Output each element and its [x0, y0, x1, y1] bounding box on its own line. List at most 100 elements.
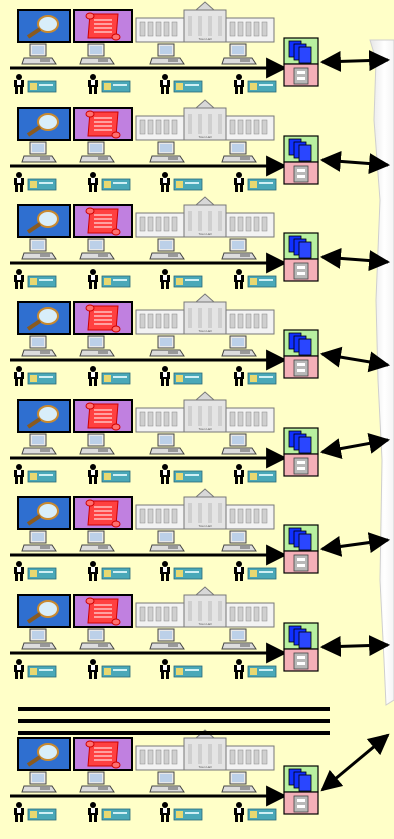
scroll-icon: [73, 737, 133, 771]
id-card-icon: [27, 372, 57, 385]
computer-icon: [79, 238, 115, 260]
id-card-icon: [247, 470, 277, 483]
town-hall-icon: Town Hall: [135, 729, 275, 771]
double-arrow-icon: [319, 433, 391, 459]
person-icon: [160, 269, 203, 289]
town-hall-caption: Town Hall: [198, 427, 211, 431]
computer-icon: [79, 335, 115, 357]
person-icon: [88, 802, 131, 822]
town-hall-icon: Town Hall: [135, 1, 275, 43]
person-icon: [88, 561, 131, 581]
computer-icon: [221, 771, 257, 793]
computer-icon: [21, 335, 57, 357]
person-icon: [234, 366, 277, 386]
id-card-icon: [27, 80, 57, 93]
town-hall-caption: Town Hall: [198, 329, 211, 333]
id-card-icon: [247, 665, 277, 678]
double-arrow-icon: [319, 150, 391, 175]
town-hall-icon: Town Hall: [135, 196, 275, 238]
network-row: Town Hall: [10, 391, 391, 484]
person-icon: [14, 172, 57, 192]
town-hall-caption: Town Hall: [198, 232, 211, 236]
person-icon: [14, 659, 57, 679]
person-icon: [88, 464, 131, 484]
person-icon: [160, 74, 203, 94]
computer-icon: [221, 141, 257, 163]
town-hall-caption: Town Hall: [198, 524, 211, 528]
network-row: Town Hall: [10, 488, 391, 581]
town-hall-caption: Town Hall: [198, 622, 211, 626]
id-card-icon: [27, 567, 57, 580]
computer-icon: [79, 141, 115, 163]
scroll-icon: [73, 399, 133, 433]
computer-icon: [221, 628, 257, 650]
person-icon: [14, 561, 57, 581]
computer-icon: [149, 433, 185, 455]
server-icon: [283, 37, 319, 87]
town-hall-caption: Town Hall: [198, 765, 211, 769]
computer-icon: [21, 628, 57, 650]
double-arrow-icon: [319, 346, 391, 373]
person-icon: [14, 464, 57, 484]
magnifier-icon: [17, 737, 71, 771]
person-icon: [234, 172, 277, 192]
person-icon: [160, 464, 203, 484]
computer-icon: [21, 141, 57, 163]
person-icon: [88, 659, 131, 679]
id-card-icon: [247, 372, 277, 385]
person-icon: [234, 464, 277, 484]
computer-icon: [21, 433, 57, 455]
server-icon: [283, 329, 319, 379]
id-card-icon: [173, 80, 203, 93]
id-card-icon: [173, 808, 203, 821]
server-icon: [283, 135, 319, 185]
computer-icon: [149, 530, 185, 552]
person-icon: [160, 802, 203, 822]
magnifier-icon: [17, 204, 71, 238]
id-card-icon: [27, 275, 57, 288]
computer-icon: [79, 530, 115, 552]
person-icon: [234, 561, 277, 581]
network-row: Town Hall: [10, 729, 390, 822]
central-repository-shape: [369, 39, 394, 706]
computer-icon: [21, 771, 57, 793]
scroll-icon: [73, 204, 133, 238]
magnifier-icon: [17, 399, 71, 433]
network-row: Town Hall: [10, 293, 391, 386]
person-icon: [234, 802, 277, 822]
computer-icon: [149, 628, 185, 650]
computer-icon: [21, 238, 57, 260]
scroll-icon: [73, 9, 133, 43]
computer-icon: [149, 43, 185, 65]
town-hall-icon: Town Hall: [135, 293, 275, 335]
magnifier-icon: [17, 301, 71, 335]
id-card-icon: [173, 372, 203, 385]
scroll-icon: [73, 301, 133, 335]
id-card-icon: [101, 470, 131, 483]
person-icon: [88, 269, 131, 289]
person-icon: [14, 802, 57, 822]
town-hall-icon: Town Hall: [135, 99, 275, 141]
network-row: Town Hall: [10, 99, 391, 192]
computer-icon: [221, 530, 257, 552]
id-card-icon: [27, 808, 57, 821]
person-icon: [160, 172, 203, 192]
computer-icon: [149, 771, 185, 793]
town-hall-icon: Town Hall: [135, 391, 275, 433]
id-card-icon: [27, 178, 57, 191]
id-card-icon: [101, 372, 131, 385]
person-icon: [14, 366, 57, 386]
computer-icon: [79, 628, 115, 650]
double-arrow-icon: [319, 532, 391, 557]
person-icon: [88, 74, 131, 94]
id-card-icon: [247, 80, 277, 93]
town-hall-icon: Town Hall: [135, 586, 275, 628]
network-row: Town Hall: [10, 586, 391, 679]
person-icon: [14, 74, 57, 94]
person-icon: [14, 269, 57, 289]
person-icon: [160, 366, 203, 386]
magnifier-icon: [17, 594, 71, 628]
town-hall-caption: Town Hall: [198, 135, 211, 139]
id-card-icon: [247, 178, 277, 191]
